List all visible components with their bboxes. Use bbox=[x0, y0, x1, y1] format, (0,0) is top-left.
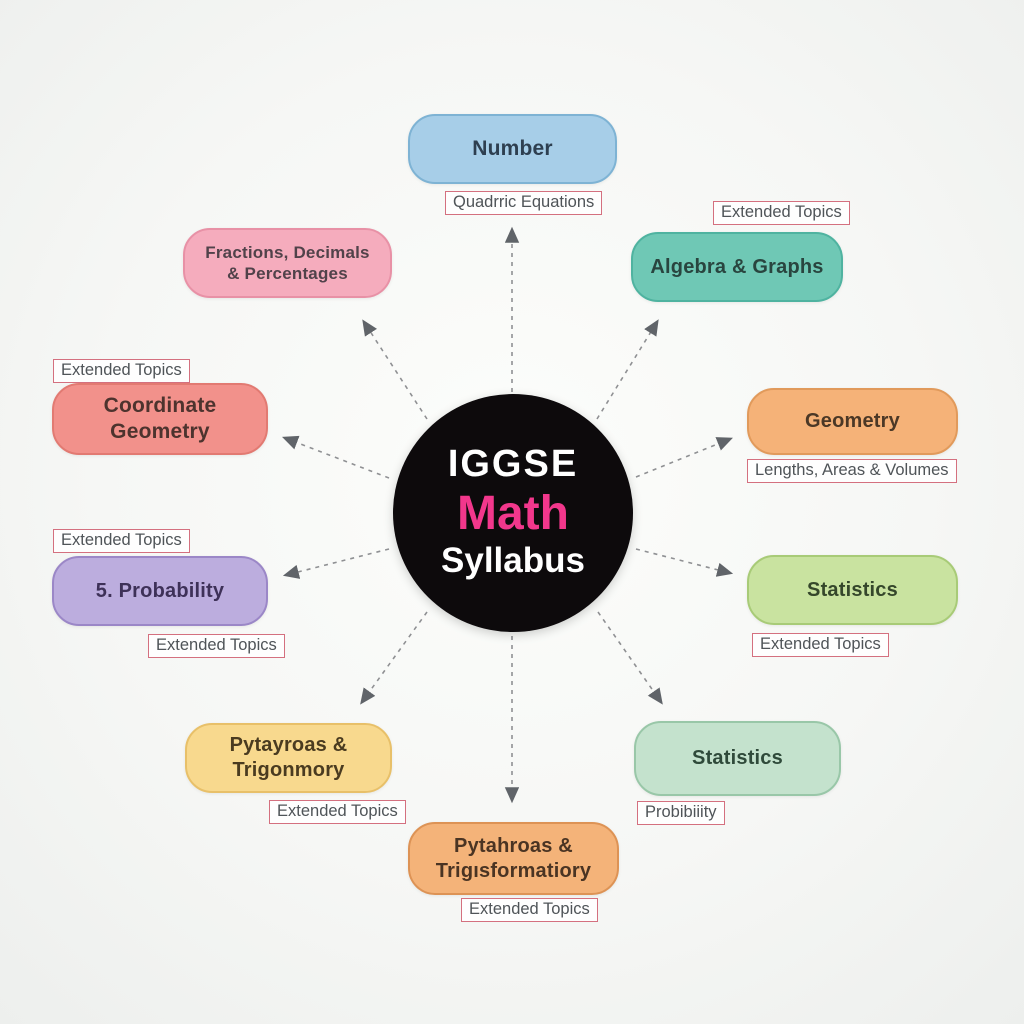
topic-node-statistics-right: Statistics bbox=[747, 555, 958, 625]
tag-quadric-equations: Quadrric Equations bbox=[445, 191, 603, 215]
connector-line bbox=[282, 435, 390, 479]
topic-node-geometry: Geometry bbox=[747, 388, 958, 455]
tag-extended-topics-algebra: Extended Topics bbox=[713, 201, 850, 225]
topic-node-fractions-decimals-percentages: Fractions, Decimals & Percentages bbox=[183, 228, 392, 298]
topic-node-number: Number bbox=[408, 114, 617, 184]
topic-node-pythagoras-trigonometry: Pytayroas & Trigonmory bbox=[185, 723, 392, 793]
topic-node-coordinate-geometry: Coordinate Geometry bbox=[52, 383, 268, 455]
tag-extended-topics-probability-below: Extended Topics bbox=[148, 634, 285, 658]
tag-extended-topics-statistics: Extended Topics bbox=[752, 633, 889, 657]
central-node: IGGSE Math Syllabus bbox=[393, 394, 633, 632]
tag-extended-topics-coordinate: Extended Topics bbox=[53, 359, 190, 383]
topic-node-algebra-graphs: Algebra & Graphs bbox=[631, 232, 843, 302]
tag-extended-topics-probability-above: Extended Topics bbox=[53, 529, 190, 553]
connector-line bbox=[362, 319, 428, 420]
connector-line bbox=[597, 611, 663, 705]
topic-node-probability: 5. Probability bbox=[52, 556, 268, 626]
topic-node-pythagoras-transformations: Pytahroas & Trigısformatiory bbox=[408, 822, 619, 895]
tag-extended-topics-pythagoras-left: Extended Topics bbox=[269, 800, 406, 824]
connector-line bbox=[635, 548, 734, 577]
tag-extended-topics-pythagoras-bottom: Extended Topics bbox=[461, 898, 598, 922]
connector-line bbox=[596, 319, 659, 420]
tag-probability-statistics-bottom: Probibiiity bbox=[637, 801, 725, 825]
connector-line bbox=[635, 437, 733, 478]
central-title-line3: Syllabus bbox=[441, 541, 585, 581]
central-title-line1: IGGSE bbox=[447, 443, 579, 486]
tag-lengths-areas-volumes: Lengths, Areas & Volumes bbox=[747, 459, 957, 483]
connector-line bbox=[282, 548, 390, 579]
connector-line bbox=[360, 611, 428, 705]
central-title-line2: Math bbox=[457, 487, 569, 541]
topic-node-statistics-bottom: Statistics bbox=[634, 721, 841, 796]
